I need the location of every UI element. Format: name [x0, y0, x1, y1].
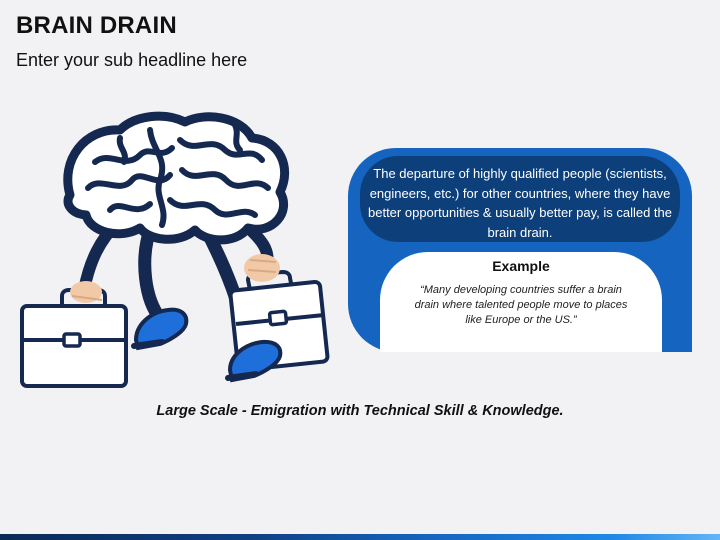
- definition-text: The departure of highly qualified people…: [368, 166, 672, 240]
- hand-icon-right: [244, 254, 280, 282]
- example-box: [380, 252, 662, 352]
- hand-icon-left: [70, 281, 103, 303]
- slide-title: BRAIN DRAIN: [16, 12, 177, 39]
- definition-inner-panel: [360, 156, 680, 242]
- example-quote: “Many developing countries suffer a brai…: [414, 284, 628, 326]
- brain-icon: [63, 111, 290, 245]
- left-leg: [138, 223, 167, 325]
- shoe-icon-right: [225, 339, 283, 383]
- briefcase-icon-left: [20, 288, 128, 388]
- example-title: Example: [492, 258, 550, 274]
- slide-subtitle: Enter your sub headline here: [16, 50, 248, 70]
- brain-drain-illustration: [20, 111, 330, 388]
- caption-text: Large Scale - Emigration with Technical …: [156, 403, 564, 419]
- footer-gradient-bar: [0, 534, 720, 540]
- shoe-icon-left: [131, 307, 189, 351]
